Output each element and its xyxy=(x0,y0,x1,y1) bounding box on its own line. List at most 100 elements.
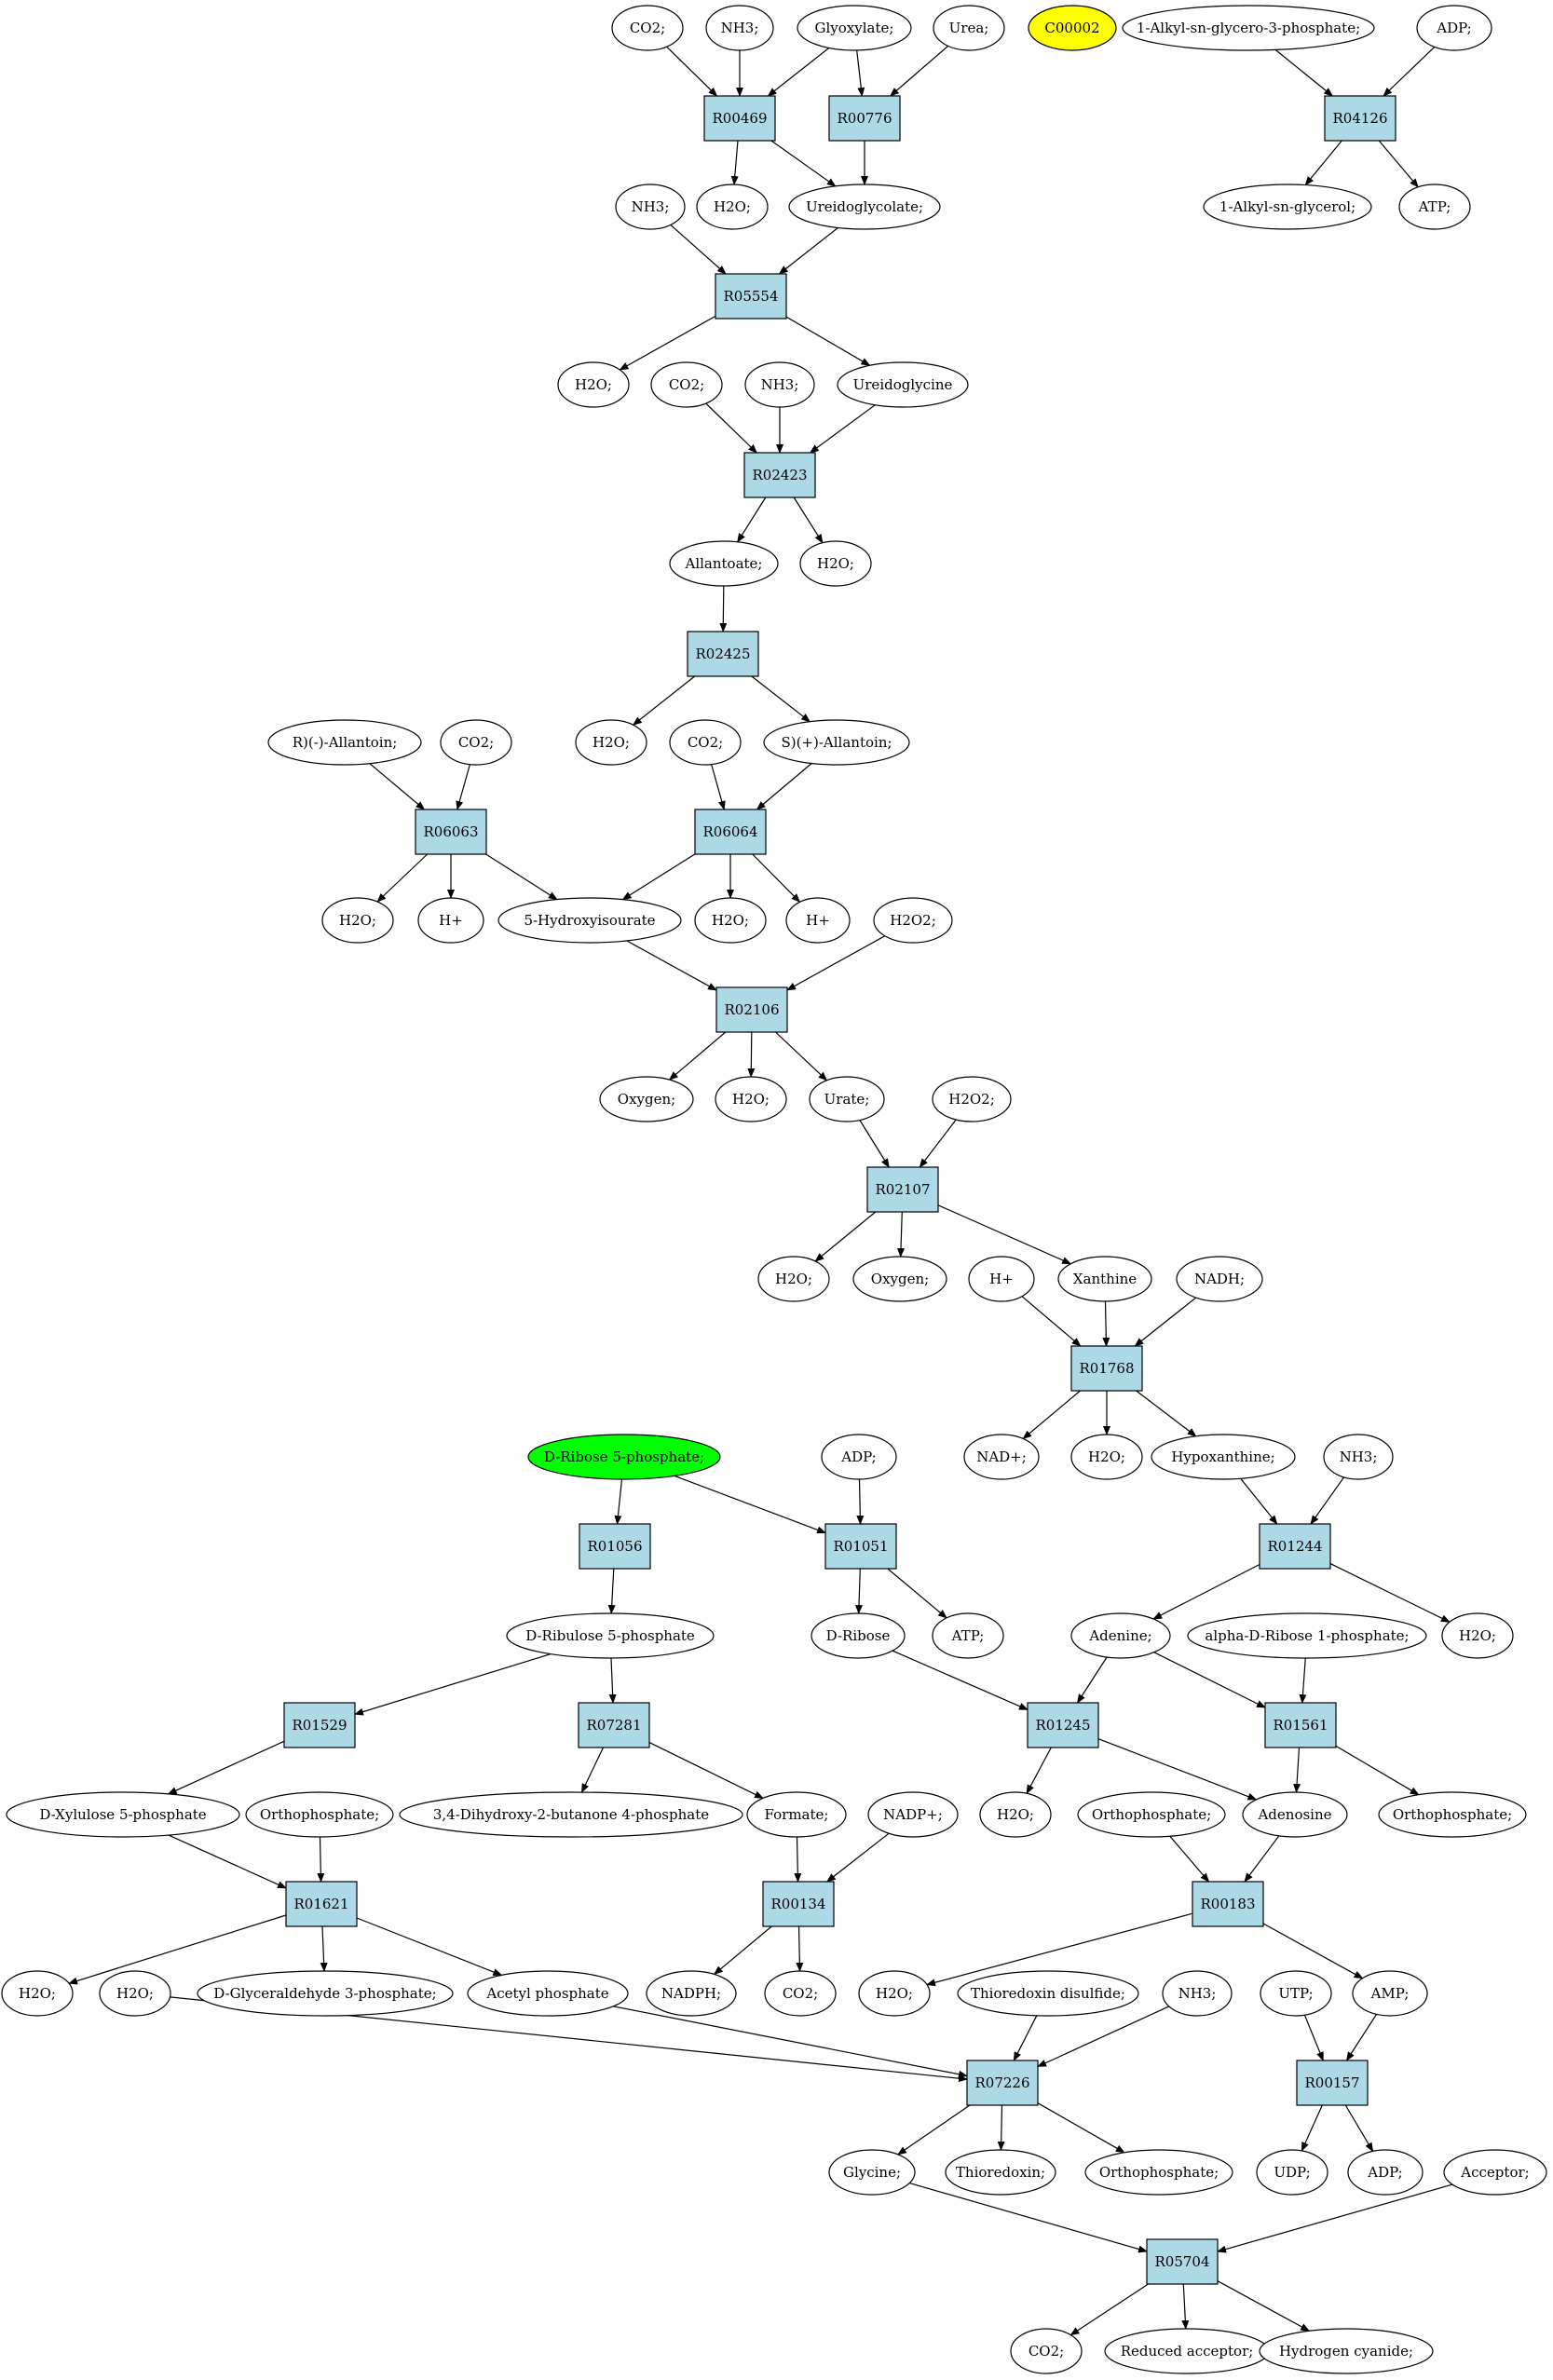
compound-node-oxygen[interactable]: Oxygen; xyxy=(852,1256,947,1302)
compound-node-h2o[interactable]: H2O; xyxy=(557,361,630,408)
compound-node-h2o[interactable]: H2O; xyxy=(696,184,769,230)
compound-node-h2o[interactable]: H2O; xyxy=(321,897,394,944)
reaction-node-r01056[interactable]: R01056 xyxy=(579,1523,651,1570)
compound-node-orthophosphate[interactable]: Orthophosphate; xyxy=(1077,1791,1226,1838)
compound-node-nh3[interactable]: NH3; xyxy=(1162,1970,1233,2017)
compound-node-adp[interactable]: ADP; xyxy=(1347,2149,1424,2196)
reaction-node-r05554[interactable]: R05554 xyxy=(715,273,787,320)
reaction-node-r01244[interactable]: R01244 xyxy=(1259,1523,1331,1570)
compound-node-co2[interactable]: CO2; xyxy=(1010,2328,1083,2374)
compound-node-co2[interactable]: CO2; xyxy=(611,5,684,51)
reaction-node-r02106[interactable]: R02106 xyxy=(715,986,788,1033)
compound-node-xanthine[interactable]: Xanthine xyxy=(1057,1256,1152,1302)
compound-node-h[interactable]: H+ xyxy=(417,897,484,944)
compound-node-h2o[interactable]: H2O; xyxy=(575,719,647,766)
compound-node-nadph[interactable]: NADPH; xyxy=(646,1970,737,2017)
compound-node-h[interactable]: H+ xyxy=(785,897,851,944)
compound-node-co2[interactable]: CO2; xyxy=(650,361,723,408)
compound-node-h2o[interactable]: H2O; xyxy=(979,1791,1052,1838)
reaction-node-r04126[interactable]: R04126 xyxy=(1324,95,1396,142)
compound-node-urate[interactable]: Urate; xyxy=(809,1076,885,1122)
compound-node-urea[interactable]: Urea; xyxy=(933,5,1005,51)
compound-node-3-4-dihydroxy-2-butanone-4-phosphate[interactable]: 3,4-Dihydroxy-2-butanone 4-phosphate xyxy=(399,1791,743,1838)
compound-node-ureidoglycolate[interactable]: Ureidoglycolate; xyxy=(788,184,941,230)
reaction-node-r00157[interactable]: R00157 xyxy=(1296,2060,1369,2106)
compound-node-1-alkyl-sn-glycerol[interactable]: 1-Alkyl-sn-glycerol; xyxy=(1203,184,1372,230)
reaction-node-r07281[interactable]: R07281 xyxy=(578,1702,650,1748)
compound-node-adenine[interactable]: Adenine; xyxy=(1070,1612,1171,1659)
compound-node-thioredoxin-disulfide[interactable]: Thioredoxin disulfide; xyxy=(957,1970,1139,2017)
compound-node-oxygen[interactable]: Oxygen; xyxy=(599,1076,694,1122)
compound-node-d-glyceraldehyde-3-phosphate[interactable]: D-Glyceraldehyde 3-phosphate; xyxy=(197,1970,454,2017)
reaction-node-r00134[interactable]: R00134 xyxy=(762,1881,835,1927)
reaction-node-r02107[interactable]: R02107 xyxy=(866,1166,939,1213)
compound-node-orthophosphate[interactable]: Orthophosphate; xyxy=(1084,2149,1233,2196)
compound-node-reduced-acceptor[interactable]: Reduced acceptor; xyxy=(1104,2328,1270,2374)
compound-node-co2[interactable]: CO2; xyxy=(764,1970,837,2017)
compound-node-h[interactable]: H+ xyxy=(968,1256,1035,1302)
reaction-node-r06063[interactable]: R06063 xyxy=(415,809,487,855)
compound-node-formate[interactable]: Formate; xyxy=(746,1791,847,1838)
compound-node-nh3[interactable]: NH3; xyxy=(1323,1434,1394,1480)
compound-node-h2o[interactable]: H2O; xyxy=(1,1970,74,2017)
reaction-node-r01768[interactable]: R01768 xyxy=(1070,1345,1143,1392)
reaction-node-r06064[interactable]: R06064 xyxy=(694,809,767,855)
compound-node-d-ribose[interactable]: D-Ribose xyxy=(811,1612,906,1659)
compound-node-orthophosphate[interactable]: Orthophosphate; xyxy=(245,1791,394,1838)
compound-node-nh3[interactable]: NH3; xyxy=(615,184,686,230)
compound-node-hypoxanthine[interactable]: Hypoxanthine; xyxy=(1151,1434,1296,1480)
compound-node-adp[interactable]: ADP; xyxy=(1416,5,1492,51)
compound-node-nad[interactable]: NAD+; xyxy=(963,1434,1040,1480)
compound-node-co2[interactable]: CO2; xyxy=(669,719,742,766)
compound-node-glycine[interactable]: Glycine; xyxy=(828,2149,916,2196)
compound-node-c00002[interactable]: C00002 xyxy=(1028,5,1117,51)
compound-node-h2o[interactable]: H2O; xyxy=(757,1256,830,1302)
reaction-node-r07226[interactable]: R07226 xyxy=(966,2060,1039,2106)
compound-node-s-allantoin[interactable]: S)(+)-Allantoin; xyxy=(763,719,910,766)
compound-node-udp[interactable]: UDP; xyxy=(1256,2149,1328,2196)
compound-node-d-ribulose-5-phosphate[interactable]: D-Ribulose 5-phosphate xyxy=(506,1612,715,1659)
compound-node-atp[interactable]: ATP; xyxy=(1398,184,1471,230)
compound-node-h2o2[interactable]: H2O2; xyxy=(873,897,953,944)
compound-node-hydrogen-cyanide[interactable]: Hydrogen cyanide; xyxy=(1259,2328,1434,2374)
compound-node-nadh[interactable]: NADH; xyxy=(1176,1256,1263,1302)
compound-node-5-hydroxyisourate[interactable]: 5-Hydroxyisourate xyxy=(497,897,682,944)
compound-node-adp[interactable]: ADP; xyxy=(821,1434,897,1480)
reaction-node-r01245[interactable]: R01245 xyxy=(1027,1702,1099,1748)
compound-node-h2o[interactable]: H2O; xyxy=(799,540,872,587)
compound-node-h2o[interactable]: H2O; xyxy=(715,1076,787,1122)
compound-node-atp[interactable]: ATP; xyxy=(932,1612,1004,1659)
compound-node-nadp[interactable]: NADP+; xyxy=(867,1791,959,1838)
compound-node-1-alkyl-sn-glycero-3-phosphate[interactable]: 1-Alkyl-sn-glycero-3-phosphate; xyxy=(1122,5,1375,51)
compound-node-h2o2[interactable]: H2O2; xyxy=(932,1076,1012,1122)
compound-node-h2o[interactable]: H2O; xyxy=(1070,1434,1143,1480)
compound-node-d-xylulose-5-phosphate[interactable]: D-Xylulose 5-phosphate xyxy=(6,1791,240,1838)
compound-node-thioredoxin[interactable]: Thioredoxin; xyxy=(945,2149,1056,2196)
compound-node-acceptor[interactable]: Acceptor; xyxy=(1443,2149,1547,2196)
reaction-node-r05704[interactable]: R05704 xyxy=(1146,2238,1219,2285)
compound-node-alpha-d-ribose-1-phosphate[interactable]: alpha-D-Ribose 1-phosphate; xyxy=(1187,1612,1427,1659)
compound-node-h2o[interactable]: H2O; xyxy=(99,1970,171,2017)
reaction-node-r01051[interactable]: R01051 xyxy=(824,1523,897,1570)
compound-node-allantoate[interactable]: Allantoate; xyxy=(669,540,779,587)
compound-node-utp[interactable]: UTP; xyxy=(1260,1970,1332,2017)
compound-node-h2o[interactable]: H2O; xyxy=(694,897,767,944)
compound-node-acetyl-phosphate[interactable]: Acetyl phosphate xyxy=(467,1970,629,2017)
reaction-node-r00183[interactable]: R00183 xyxy=(1192,1881,1264,1927)
compound-node-h2o[interactable]: H2O; xyxy=(1441,1612,1514,1659)
reaction-node-r02425[interactable]: R02425 xyxy=(687,631,759,677)
compound-node-amp[interactable]: AMP; xyxy=(1352,1970,1428,2017)
compound-node-r-allantoin[interactable]: R)(-)-Allantoin; xyxy=(267,719,422,766)
compound-node-d-ribose-5-phosphate[interactable]: D-Ribose 5-phosphate; xyxy=(527,1434,721,1480)
compound-node-co2[interactable]: CO2; xyxy=(440,719,512,766)
compound-node-nh3[interactable]: NH3; xyxy=(705,5,774,51)
compound-node-glyoxylate[interactable]: Glyoxylate; xyxy=(797,5,912,51)
compound-node-adenosine[interactable]: Adenosine xyxy=(1242,1791,1348,1838)
reaction-node-r01621[interactable]: R01621 xyxy=(285,1881,358,1927)
reaction-node-r01561[interactable]: R01561 xyxy=(1264,1702,1337,1748)
compound-node-orthophosphate[interactable]: Orthophosphate; xyxy=(1378,1791,1527,1838)
compound-node-nh3[interactable]: NH3; xyxy=(744,361,815,408)
reaction-node-r01529[interactable]: R01529 xyxy=(283,1702,356,1748)
reaction-node-r00469[interactable]: R00469 xyxy=(703,95,776,142)
reaction-node-r02423[interactable]: R02423 xyxy=(743,452,816,498)
